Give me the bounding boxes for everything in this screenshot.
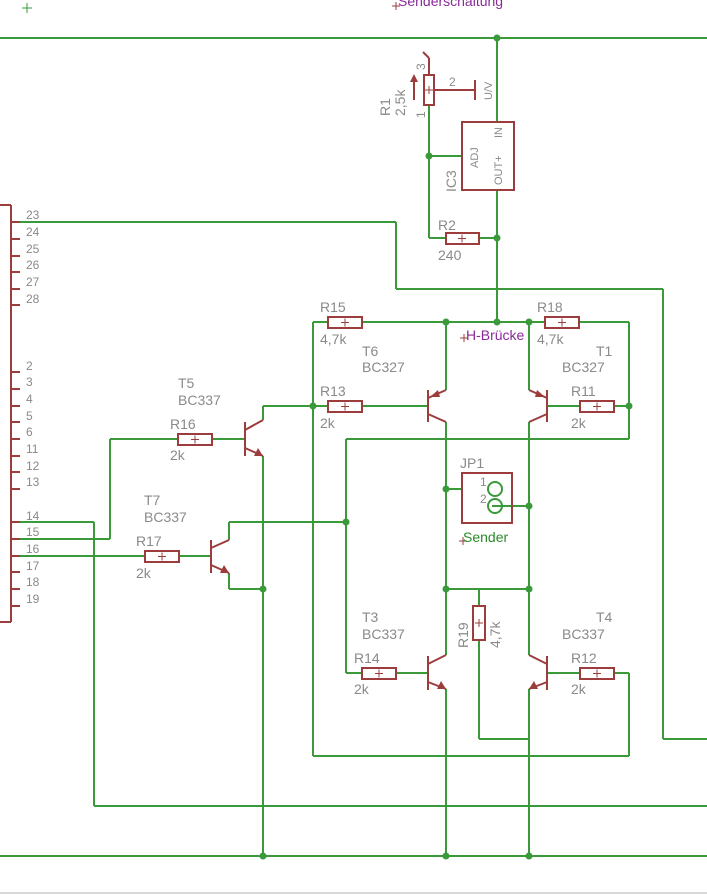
- t4-type: BC337: [562, 626, 605, 642]
- t1-type: BC327: [562, 359, 605, 375]
- r2-value: 240: [438, 247, 462, 263]
- supply-label: U/V: [483, 81, 495, 100]
- resistor-r2: [445, 232, 480, 245]
- pin-label: 24: [26, 225, 40, 239]
- pin-label: 11: [26, 442, 39, 456]
- title-cross-icon: [392, 2, 400, 10]
- t3-name: T3: [362, 609, 379, 625]
- pin-label: 14: [26, 509, 40, 523]
- pin-label: 5: [26, 409, 33, 423]
- schematic-title: Senderschaltung: [398, 0, 503, 9]
- resistor-r12: [579, 667, 615, 680]
- pin-label: 27: [26, 275, 40, 289]
- pin-label: 4: [26, 392, 33, 406]
- pin-label: 17: [26, 559, 40, 573]
- pot-pin3: 3: [414, 63, 428, 70]
- t3-type: BC337: [362, 626, 405, 642]
- pin-label: 13: [26, 475, 40, 489]
- r15-value: 4,7k: [320, 331, 347, 347]
- pin-label: 28: [26, 292, 40, 306]
- r16-name: R16: [170, 416, 196, 432]
- resistor-r16: [177, 433, 213, 446]
- regulator-adj: ADJ: [469, 147, 481, 168]
- r14-value: 2k: [354, 681, 370, 697]
- transistor-t5: [244, 419, 264, 457]
- r19-value: 4,7k: [487, 621, 503, 648]
- sender-cross-icon: [459, 537, 467, 545]
- regulator-in: IN: [493, 127, 505, 138]
- r18-name: R18: [537, 299, 563, 315]
- resistor-r13: [327, 400, 363, 413]
- pot-value: 2,5k: [392, 89, 408, 116]
- r17-name: R17: [136, 533, 162, 549]
- jumper-jp1: [461, 472, 513, 524]
- connector-pin-labels: 23 24 25 26 27 28 2 3 4 5 6 11 12 13 14 …: [26, 208, 40, 606]
- pot-pin2: 2: [449, 75, 456, 89]
- r13-value: 2k: [320, 415, 336, 431]
- jp1-pin1: 1: [480, 475, 487, 489]
- resistor-r19: [472, 605, 486, 641]
- transistor-t4: [528, 654, 548, 690]
- r12-value: 2k: [571, 681, 587, 697]
- pin-label: 2: [26, 359, 33, 373]
- t6-name: T6: [362, 343, 379, 359]
- hbruecke-cross-icon: [460, 334, 468, 342]
- t5-name: T5: [178, 375, 195, 391]
- jp1-name: JP1: [460, 455, 484, 471]
- regulator-ic3: [461, 121, 515, 191]
- r14-name: R14: [354, 650, 380, 666]
- t4-name: T4: [596, 609, 613, 625]
- title-marker-icon: [22, 3, 32, 13]
- r17-value: 2k: [136, 565, 152, 581]
- pot-name: R1: [377, 98, 393, 116]
- net-label-hbruecke: H-Brücke: [466, 327, 525, 343]
- r12-name: R12: [571, 650, 597, 666]
- r2-name: R2: [438, 217, 456, 233]
- pin-label: 12: [26, 459, 40, 473]
- regulator-out: OUT+: [493, 155, 505, 185]
- pin-label: 25: [26, 242, 40, 256]
- resistor-r15: [327, 316, 363, 329]
- pot-pin1: 1: [414, 111, 428, 118]
- resistor-r18: [544, 316, 580, 329]
- r15-name: R15: [320, 299, 346, 315]
- pin-label: 16: [26, 542, 40, 556]
- resistor-r17: [144, 550, 180, 563]
- pin-label: 19: [26, 592, 40, 606]
- pin-label: 26: [26, 258, 40, 272]
- t7-name: T7: [144, 492, 161, 508]
- pin-label: 3: [26, 375, 33, 389]
- junctions: [259, 34, 633, 860]
- transistor-t7: [210, 539, 230, 574]
- pin-label: 15: [26, 525, 40, 539]
- regulator-name: IC3: [443, 170, 459, 192]
- transistor-t6: [427, 389, 447, 423]
- r19-name: R19: [455, 622, 471, 648]
- pin-label: 18: [26, 575, 40, 589]
- connector: [0, 204, 20, 623]
- r18-value: 4,7k: [537, 331, 564, 347]
- transistor-t3: [427, 654, 447, 690]
- t1-name: T1: [596, 343, 613, 359]
- transistor-t1: [528, 389, 548, 423]
- potentiometer-r1: [410, 51, 475, 106]
- resistor-r11: [579, 400, 615, 413]
- resistor-r14: [361, 667, 397, 680]
- pin-label: 23: [26, 208, 40, 222]
- t5-type: BC337: [178, 392, 221, 408]
- wires: [0, 37, 707, 894]
- pin-label: 6: [26, 425, 33, 439]
- r16-value: 2k: [170, 447, 186, 463]
- t7-type: BC337: [144, 509, 187, 525]
- jp1-pin2: 2: [480, 492, 487, 506]
- t6-type: BC327: [362, 359, 405, 375]
- net-label-sender: Sender: [463, 529, 508, 545]
- r13-name: R13: [320, 383, 346, 399]
- r11-value: 2k: [571, 415, 587, 431]
- r11-name: R11: [571, 383, 596, 399]
